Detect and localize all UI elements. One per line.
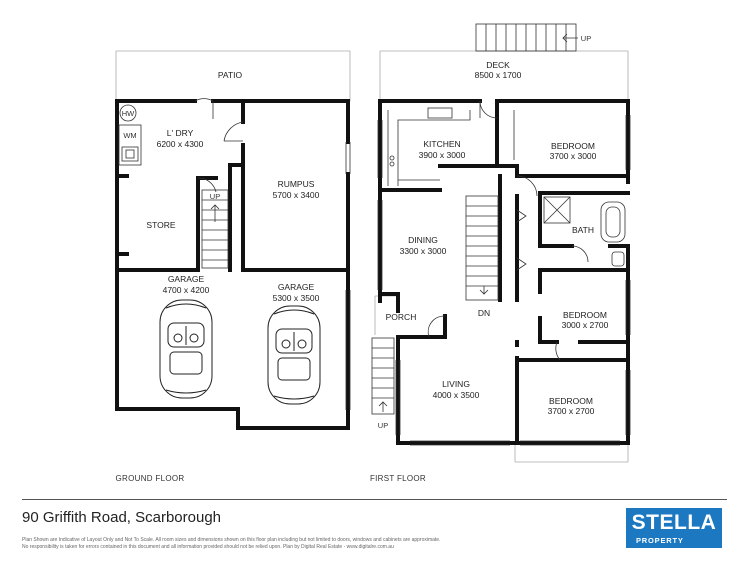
rumpus-size: 5700 x 3400 bbox=[273, 190, 320, 200]
deck-name: DECK bbox=[486, 60, 510, 70]
logo-name: STELLA bbox=[631, 511, 717, 534]
ground-floor-title: GROUND FLOOR bbox=[116, 474, 185, 483]
first-floor-title: FIRST FLOOR bbox=[370, 474, 426, 483]
kitchen-size: 3900 x 3000 bbox=[419, 150, 466, 160]
bath-label: BATH bbox=[572, 225, 594, 235]
laundry-name: L' DRY bbox=[167, 128, 194, 138]
dining-name: DINING bbox=[408, 235, 438, 245]
hw-label: HW bbox=[122, 109, 135, 118]
bedroom-3-size: 3700 x 2700 bbox=[548, 406, 595, 416]
deck-stairs-up-label: UP bbox=[581, 34, 591, 43]
logo-subtitle: PROPERTY bbox=[636, 536, 684, 545]
garage-left-name: GARAGE bbox=[168, 274, 205, 284]
ground-floor-plan: PATIO HW WM L' DRY 6200 x 4300 RUMPUS 57… bbox=[115, 50, 351, 483]
first-floor-plan: DECK 8500 x 1700 UP KITCHEN 3900 x 3000 … bbox=[370, 23, 631, 483]
floor-plan-drawing: PATIO HW WM L' DRY 6200 x 4300 RUMPUS 57… bbox=[115, 23, 631, 483]
living-name: LIVING bbox=[442, 379, 470, 389]
disclaimer-line-2: No responsibility is taken for errors co… bbox=[22, 543, 394, 550]
stella-property-logo: STELLA PROPERTY bbox=[626, 508, 722, 548]
rumpus-name: RUMPUS bbox=[278, 179, 315, 189]
footer-divider bbox=[22, 499, 727, 500]
laundry-size: 6200 x 4300 bbox=[157, 139, 204, 149]
ground-stairs-up-label: UP bbox=[210, 192, 220, 201]
living-size: 4000 x 3500 bbox=[433, 390, 480, 400]
wm-label: WM bbox=[123, 131, 136, 140]
deck-size: 8500 x 1700 bbox=[475, 70, 522, 80]
bedroom-2-name: BEDROOM bbox=[563, 310, 607, 320]
porch-label: PORCH bbox=[386, 312, 417, 322]
hot-water-icon bbox=[119, 104, 137, 122]
store-label: STORE bbox=[146, 220, 175, 230]
garage-right-size: 5300 x 3500 bbox=[273, 293, 320, 303]
porch-stairs-up-label: UP bbox=[378, 421, 388, 430]
car-icon bbox=[159, 299, 213, 399]
garage-right-name: GARAGE bbox=[278, 282, 315, 292]
car-icon bbox=[267, 305, 321, 405]
bedroom-2-size: 3000 x 2700 bbox=[562, 320, 609, 330]
disclaimer-line-1: Plan Shown are Indicative of Layout Only… bbox=[22, 537, 441, 543]
property-address: 90 Griffith Road, Scarborough bbox=[22, 509, 222, 526]
dining-size: 3300 x 3000 bbox=[400, 246, 447, 256]
bedroom-3-name: BEDROOM bbox=[549, 396, 593, 406]
kitchen-name: KITCHEN bbox=[423, 139, 460, 149]
disclaimer: Plan Shown are Indicative of Layout Only… bbox=[22, 537, 492, 550]
bedroom-1-name: BEDROOM bbox=[551, 141, 595, 151]
bedroom-1-size: 3700 x 3000 bbox=[550, 151, 597, 161]
patio-label: PATIO bbox=[218, 70, 243, 80]
stairs-down-label: DN bbox=[478, 308, 490, 318]
garage-left-size: 4700 x 4200 bbox=[163, 285, 210, 295]
